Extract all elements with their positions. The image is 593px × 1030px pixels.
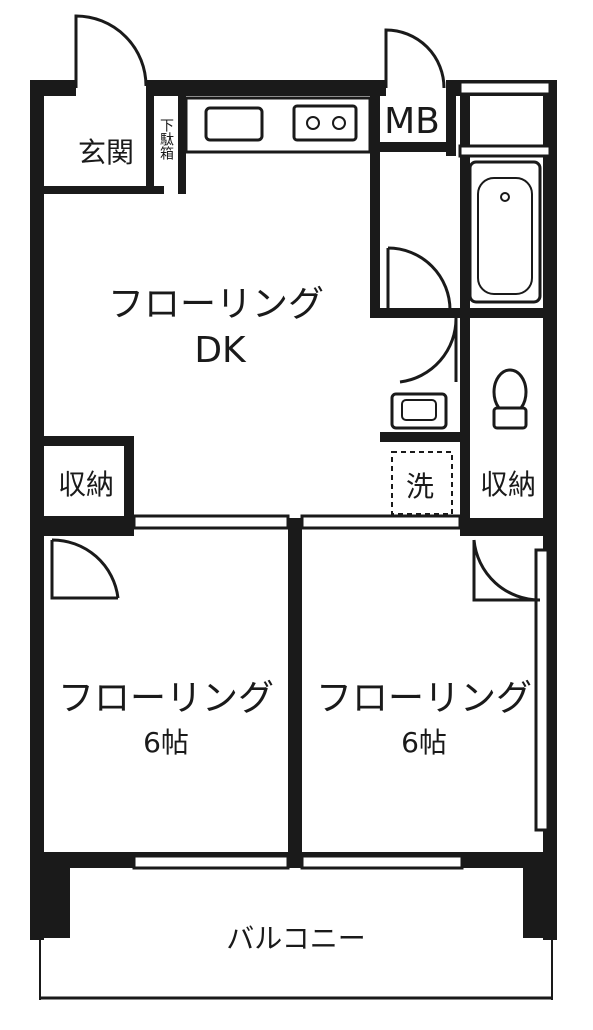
balcony-rail <box>39 938 553 1000</box>
toilet-door <box>399 317 458 384</box>
mb-door <box>384 28 446 89</box>
bath-door <box>386 246 452 311</box>
dk-name-label: フローリング <box>108 284 324 325</box>
wash-basin <box>390 392 448 430</box>
balcony-label: バルコニー <box>226 922 365 955</box>
bedroom-left-size-label: 6帖 <box>143 726 189 759</box>
washer-space <box>391 451 453 515</box>
bedroom-left-name-label: フローリング <box>58 678 274 719</box>
bedroom-right-size-label: 6帖 <box>401 726 447 759</box>
shoebox-label: 下駄箱 <box>158 118 174 160</box>
bedroom-right-name-label: フローリング <box>316 678 532 719</box>
kitchen-counter <box>184 96 372 154</box>
toilet <box>492 368 528 430</box>
exterior-walls <box>30 80 557 940</box>
bedroom-left-door <box>50 538 120 600</box>
dk-type-label: DK <box>194 330 247 371</box>
washer-label: 洗 <box>406 470 434 503</box>
bathtub <box>468 160 542 304</box>
bedroom-right-door <box>472 539 541 602</box>
door-swings <box>50 14 541 602</box>
mb-label: MB <box>384 101 440 142</box>
entrance-door <box>74 14 148 88</box>
windows <box>132 80 552 870</box>
storage-left-label: 収納 <box>58 468 114 501</box>
sink <box>204 106 264 142</box>
entrance-label: 玄関 <box>78 136 134 169</box>
gas-stove <box>292 104 358 142</box>
storage-right-label: 収納 <box>480 468 536 501</box>
